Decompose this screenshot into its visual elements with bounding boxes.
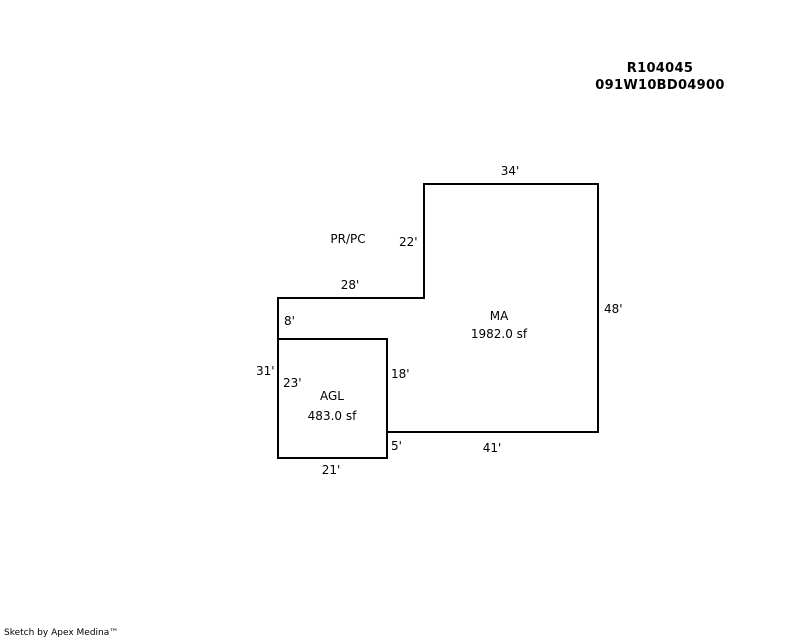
dim-ma-top: 34' [501,164,520,178]
dim-ma-left-upper: 22' [399,235,418,249]
account-id: R104045 [626,61,694,76]
dim-ma-step: 28' [341,278,360,292]
area-label-agl: AGL [320,389,344,403]
dim-ma-notch: 5' [391,439,402,453]
dim-agl-bottom: 21' [322,463,341,477]
area-label-prpc: PR/PC [330,232,365,246]
area-size-agl: 483.0 sf [308,409,357,423]
dim-ma-left-short: 8' [284,314,295,328]
dim-ma-left-total: 31' [256,364,275,378]
property-header: R104045 091W10BD04900 [560,60,760,94]
area-label-ma: MA [490,309,509,323]
area-size-ma: 1982.0 sf [471,327,528,341]
dim-agl-right: 18' [391,367,410,381]
dim-ma-right: 48' [604,302,623,316]
dim-ma-bottom: 41' [483,441,502,455]
dim-agl-left: 23' [283,376,302,390]
map-tax-lot: 091W10BD04900 [595,78,725,93]
agl-outline [277,338,388,459]
sketch-credit: Sketch by Apex Medina™ [4,628,119,638]
